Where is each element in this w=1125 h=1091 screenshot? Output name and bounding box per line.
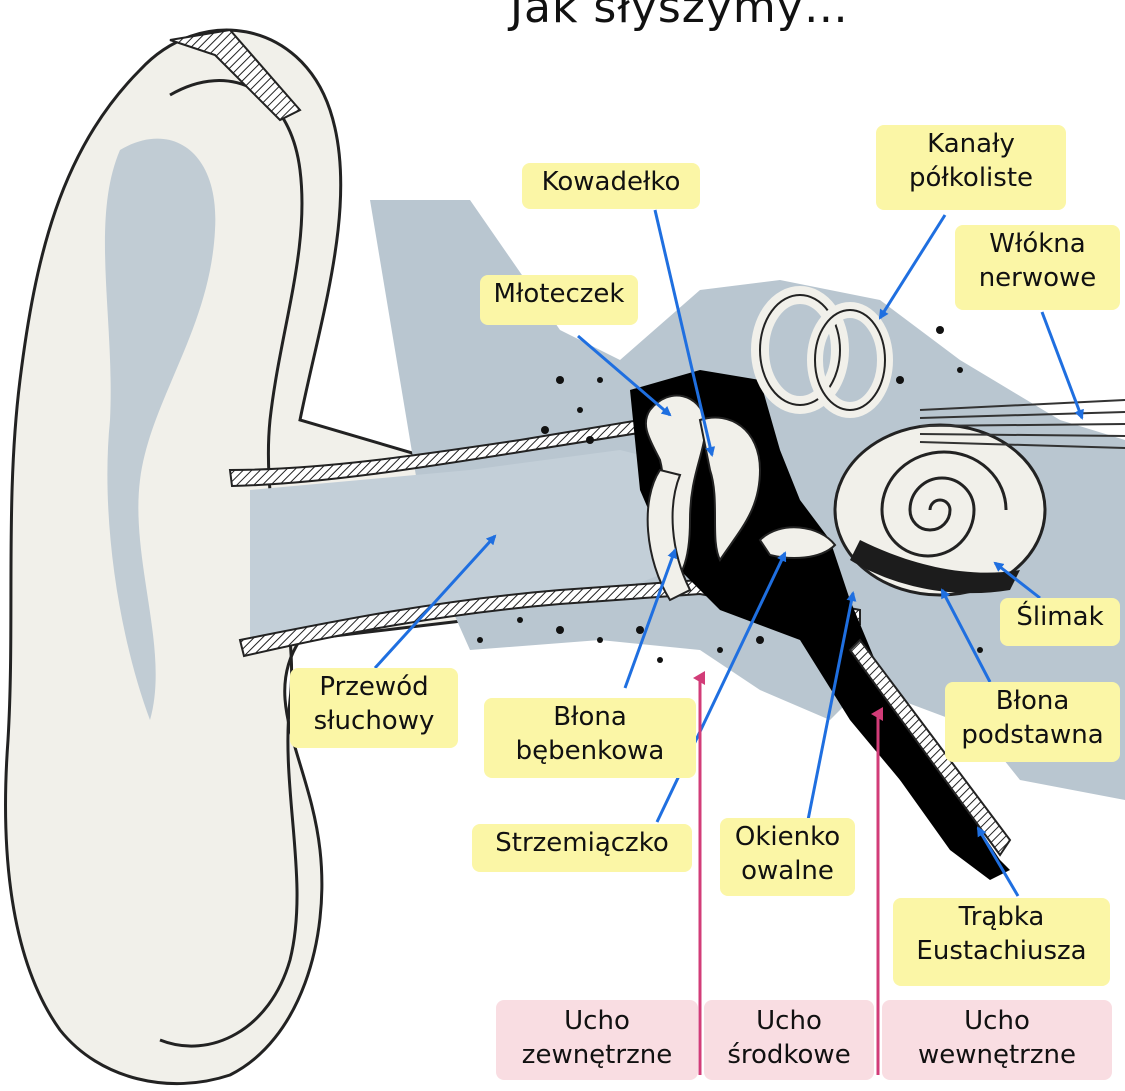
label-przewod-sluchowy: Przewód słuchowy <box>290 668 458 748</box>
section-ucho-srodkowe: Ucho środkowe <box>704 1000 874 1080</box>
label-blona-bebenkowa: Błona bębenkowa <box>484 698 696 778</box>
label-slimak: Ślimak <box>1000 598 1120 646</box>
section-ucho-wewnetrzne: Ucho wewnętrzne <box>882 1000 1112 1080</box>
page-title: Jak słyszymy… <box>510 0 849 33</box>
label-kowadelko: Kowadełko <box>522 163 700 209</box>
label-trabka-eustachiusza: Trąbka Eustachiusza <box>893 898 1110 986</box>
arrow-kanaly <box>880 215 945 318</box>
label-strzemiaczko: Strzemiączko <box>472 824 692 872</box>
label-okienko-owalne: Okienko owalne <box>720 818 855 896</box>
label-kanaly-polkoliste: Kanały półkoliste <box>876 125 1066 210</box>
label-mloteczek: Młoteczek <box>480 275 638 325</box>
label-blona-podstawna: Błona podstawna <box>945 682 1120 762</box>
label-wlokna-nerwowe: Włókna nerwowe <box>955 225 1120 310</box>
section-ucho-zewnetrzne: Ucho zewnętrzne <box>496 1000 698 1080</box>
